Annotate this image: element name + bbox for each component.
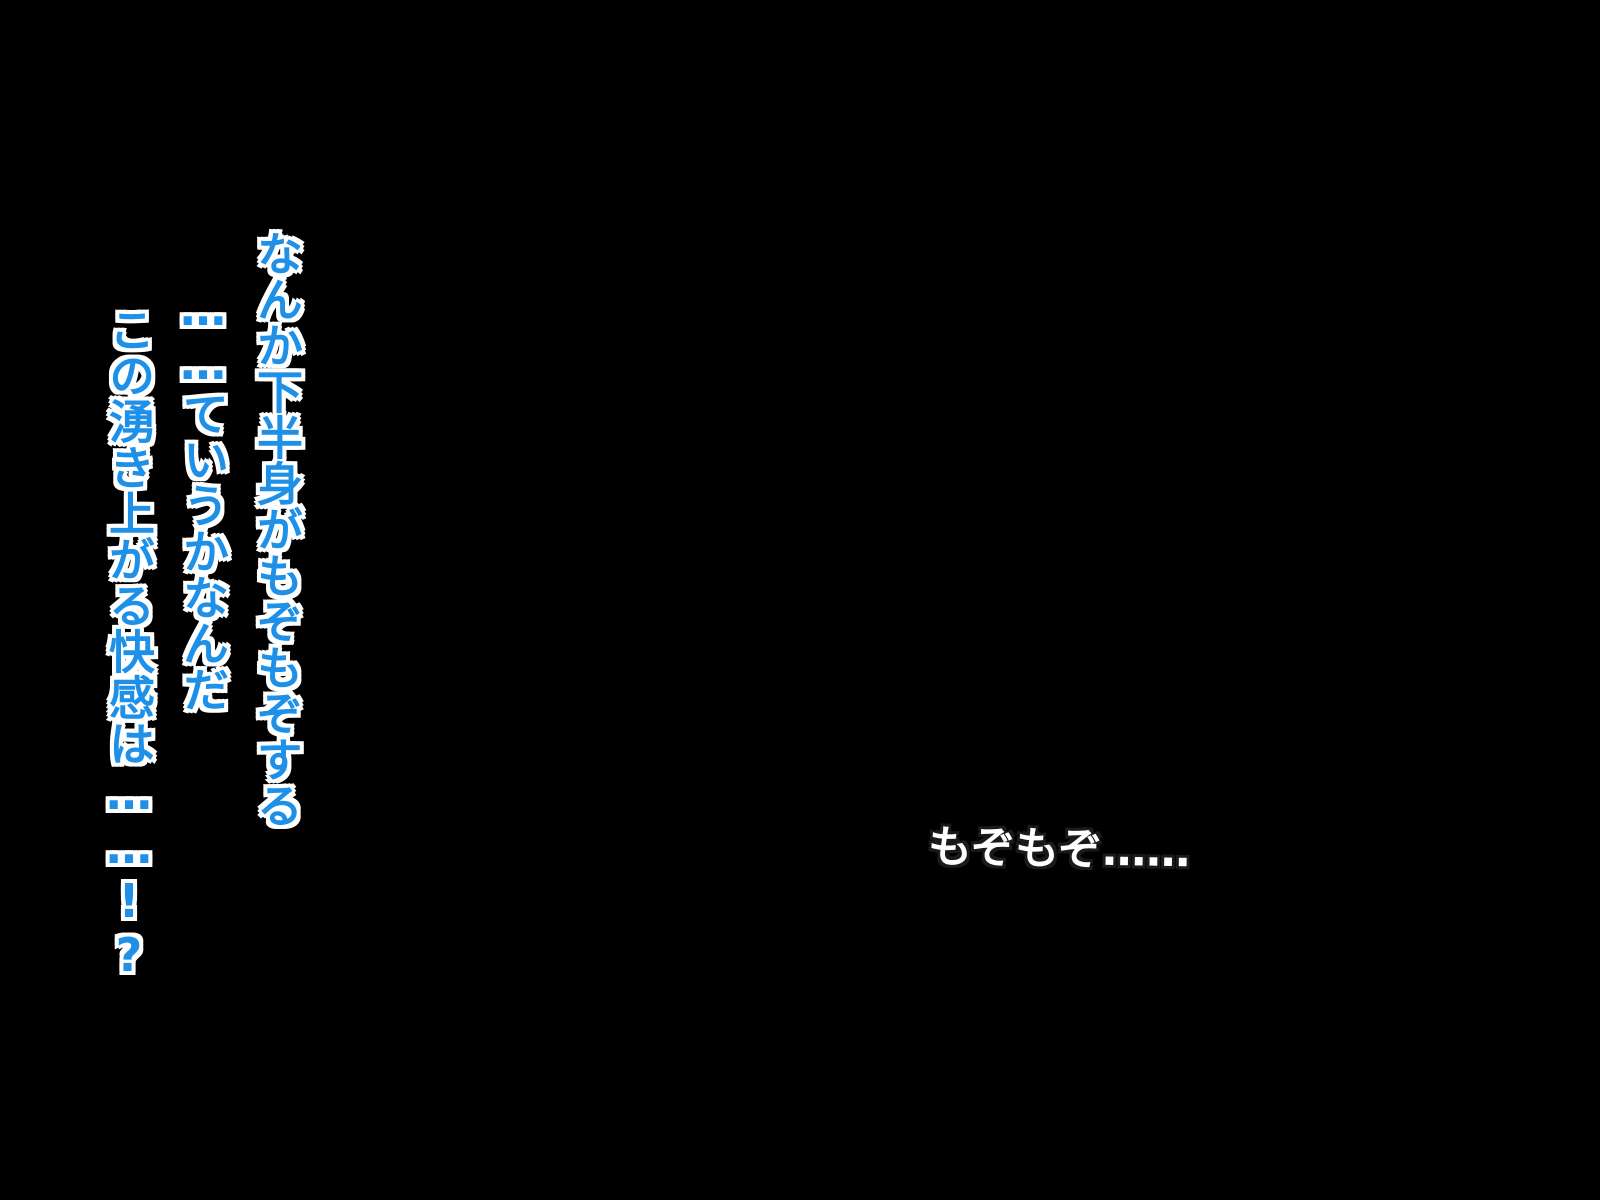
narration-line-3: この湧き上がる快感は……!? — [102, 306, 156, 982]
narration-line-2: ……ていうかなんだ — [176, 282, 230, 712]
sound-effect-text: もぞもぞ…… — [927, 821, 1191, 878]
narration-line-1: なんか下半身がもぞもぞする — [250, 230, 304, 828]
